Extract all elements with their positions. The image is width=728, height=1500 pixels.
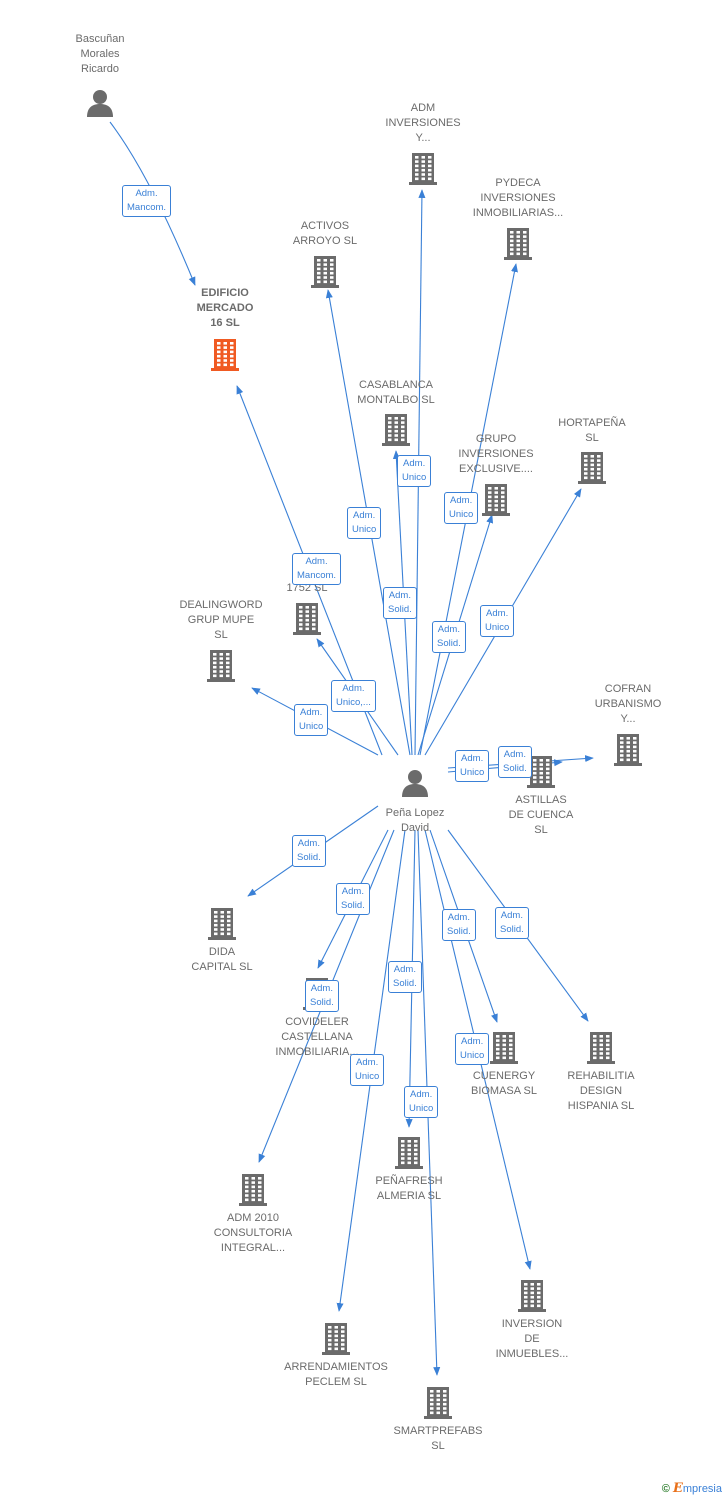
relation-badge-grupo[interactable]: Adm. Unico [444,492,479,524]
building-icon-adm_inv[interactable] [408,152,438,186]
company-label-edificio[interactable]: EDIFICIO MERCADO 16 SL [196,287,254,329]
copyright-symbol: © [661,1483,670,1495]
building-icon-grupo[interactable] [481,483,511,517]
building-icon-cuenergy[interactable] [489,1031,519,1065]
company-label-adm2010[interactable]: ADM 2010 CONSULTORIA INTEGRAL... [213,1212,293,1254]
company-label-hortapena[interactable]: HORTAPEÑA SL [558,417,626,444]
building-icon-c1752[interactable] [292,602,322,636]
relation-badge-inversion[interactable]: Adm. Unico [455,1033,490,1065]
building-icon-smart[interactable] [423,1386,453,1420]
company-label-dealing[interactable]: DEALINGWORD GRUP MUPE SL [179,599,263,641]
building-icon-inversion[interactable] [517,1279,547,1313]
building-icon-arrend[interactable] [321,1322,351,1356]
person-label-pena[interactable]: Peña Lopez David [385,807,445,834]
building-icon-dealing[interactable] [206,649,236,683]
relation-badge-cofran[interactable]: Adm. Unico [455,750,490,782]
building-icon-casablanca[interactable] [381,413,411,447]
building-icon-astillas[interactable] [526,755,556,789]
company-label-rehab[interactable]: REHABILITIA DESIGN HISPANIA SL [567,1070,635,1112]
company-label-activos[interactable]: ACTIVOS ARROYO SL [292,220,358,247]
relation-badge-rehab[interactable]: Adm. Solid. [495,907,529,939]
building-icon-adm2010[interactable] [238,1173,268,1207]
empresia-logo-text: mpresia [682,1483,722,1495]
relation-badge-cuenergy[interactable]: Adm. Solid. [442,909,476,941]
building-icon-dida[interactable] [207,907,237,941]
empresia-logo-initial: E [672,1481,683,1496]
building-icon-activos[interactable] [310,255,340,289]
relation-badge-hortapena[interactable]: Adm. Unico [480,605,515,637]
person-icon-pena[interactable] [400,768,430,798]
person-icon-bascunan[interactable] [85,88,115,118]
relation-badge-activos[interactable]: Adm. Unico [347,507,382,539]
company-label-inversion[interactable]: INVERSION DE INMUEBLES... [495,1318,569,1360]
building-icon-penafresh[interactable] [394,1136,424,1170]
relation-badge-edificio[interactable]: Adm. Mancom. [292,553,342,585]
company-label-cofran[interactable]: COFRAN URBANISMO Y... [594,683,662,725]
relation-badge-adm_inv[interactable]: Adm. Unico [397,455,432,487]
company-label-pydeca[interactable]: PYDECA INVERSIONES INMOBILIARIAS... [472,177,564,219]
relation-badge-c1752[interactable]: Adm. Unico,... [331,680,376,712]
person-label-bascunan[interactable]: Bascuñan Morales Ricardo [75,33,125,75]
company-label-astillas[interactable]: ASTILLAS DE CUENCA SL [508,794,574,836]
building-icon-rehab[interactable] [586,1031,616,1065]
relation-badge-penafresh[interactable]: Adm. Solid. [388,961,422,993]
company-label-casablanca[interactable]: CASABLANCA MONTALBO SL [357,379,435,406]
company-label-penafresh[interactable]: PEÑAFRESH ALMERIA SL [375,1175,443,1202]
empresia-brand: © Empresia [662,1481,722,1496]
relation-badge-smart[interactable]: Adm. Unico [404,1086,439,1118]
relation-badge-pydeca[interactable]: Adm. Solid. [383,587,417,619]
relation-badge-astillas[interactable]: Adm. Solid. [498,746,532,778]
building-icon-cofran[interactable] [613,733,643,767]
company-label-cuenergy[interactable]: CUENERGY BIOMASA SL [470,1070,538,1097]
company-label-adm_inv[interactable]: ADM INVERSIONES Y... [385,102,461,144]
relation-badge-arrend[interactable]: Adm. Unico [350,1054,385,1086]
company-label-smart[interactable]: SMARTPREFABS SL [393,1425,483,1452]
building-icon-pydeca[interactable] [503,227,533,261]
relation-badge-dida[interactable]: Adm. Solid. [292,835,326,867]
company-label-arrend[interactable]: ARRENDAMIENTOS PECLEM SL [284,1361,388,1388]
relation-badge-covideler[interactable]: Adm. Solid. [336,883,370,915]
relation-badge-adm2010[interactable]: Adm. Solid. [305,980,339,1012]
company-label-covideler[interactable]: COVIDELER CASTELLANA INMOBILIARIA... [275,1016,359,1058]
building-icon-hortapena[interactable] [577,451,607,485]
company-label-dida[interactable]: DIDA CAPITAL SL [191,946,253,973]
relation-badge-edificio[interactable]: Adm. Mancom. [122,185,172,217]
relation-badge-casablanca[interactable]: Adm. Solid. [432,621,466,653]
relation-badge-dealing[interactable]: Adm. Unico [294,704,329,736]
building-icon-edificio[interactable] [210,338,240,372]
company-label-grupo[interactable]: GRUPO INVERSIONES EXCLUSIVE.... [458,433,534,475]
